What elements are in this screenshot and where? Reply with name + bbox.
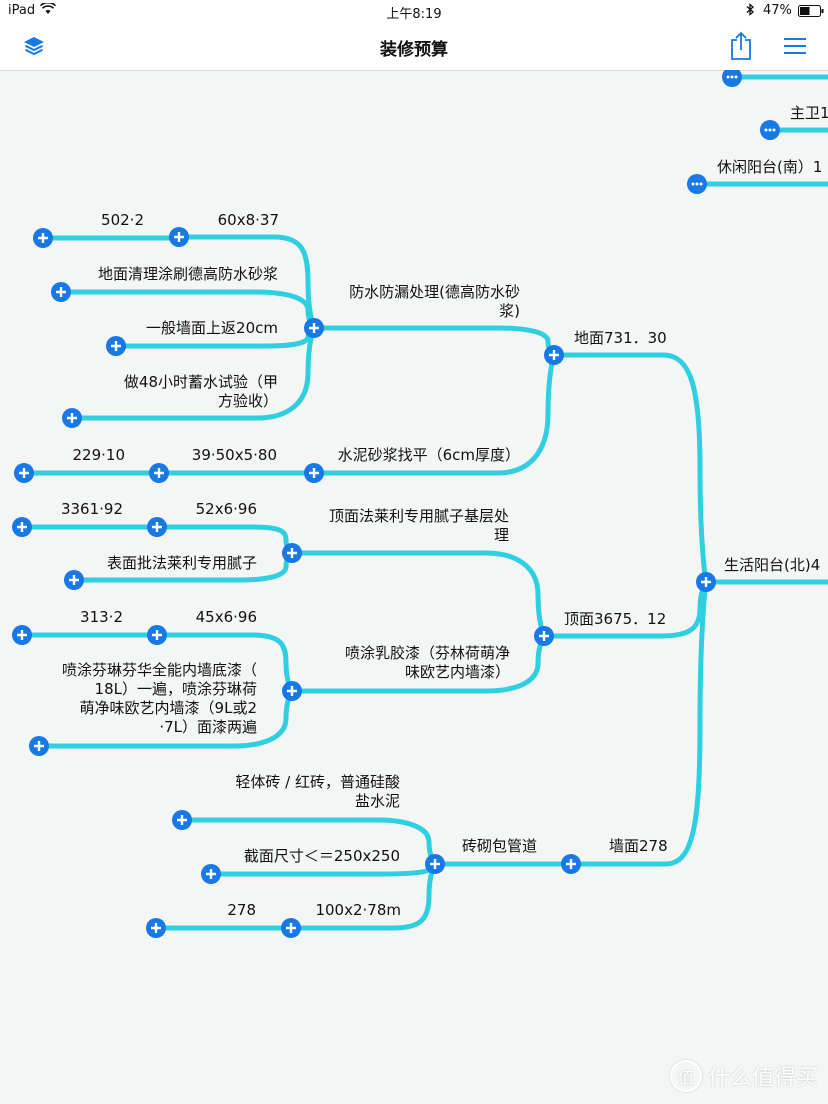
- expand-plus-icon[interactable]: [172, 810, 192, 830]
- collapse-more-icon[interactable]: [722, 70, 742, 87]
- node-label-shangfan[interactable]: 一般墙面上返20cm: [146, 319, 278, 337]
- expand-plus-icon[interactable]: [425, 854, 445, 874]
- node-label-zhuanqi[interactable]: 砖砌包管道: [462, 837, 537, 855]
- node-handles[interactable]: [12, 70, 780, 938]
- watermark: 值 什么值得买: [669, 1060, 818, 1092]
- node-label-biaomian[interactable]: 表面批法莱利专用腻子: [107, 554, 257, 572]
- branch-line: [208, 861, 438, 877]
- node-label-5022[interactable]: 502·2: [101, 211, 144, 229]
- branch-line: [154, 524, 295, 556]
- expand-plus-icon[interactable]: [12, 517, 32, 537]
- node-label-278[interactable]: 278: [227, 901, 256, 919]
- node-label-dingmian[interactable]: 顶面3675．12: [564, 610, 666, 628]
- expand-plus-icon[interactable]: [534, 626, 554, 646]
- mind-map-canvas[interactable]: 主卫1 休闲阳台(南）1 生活阳台(北)4 地面731．30 防水防漏处理(德高防水砂浆…: [0, 70, 828, 1104]
- wifi-icon: [39, 1, 57, 19]
- node-label-fangshui[interactable]: 防水防漏处理(德高防水砂浆): [349, 283, 520, 320]
- node-label-xushui[interactable]: 做48小时蓄水试验（甲方验收）: [124, 373, 278, 410]
- node-label-zhuwei[interactable]: 主卫1: [790, 104, 828, 122]
- node-label-6028[interactable]: 60x8·37: [218, 211, 279, 229]
- node-label-100x2[interactable]: 100x2·78m: [315, 901, 401, 919]
- expand-plus-icon[interactable]: [282, 681, 302, 701]
- branch-line: [289, 550, 547, 639]
- node-label-root[interactable]: 生活阳台(北)4: [724, 556, 820, 574]
- node-label-jiemian[interactable]: 截面尺寸＜＝250x250: [244, 847, 400, 865]
- expand-plus-icon[interactable]: [696, 572, 716, 592]
- collapse-more-icon[interactable]: [687, 174, 707, 194]
- expand-plus-icon[interactable]: [12, 625, 32, 645]
- expand-plus-icon[interactable]: [51, 282, 71, 302]
- node-label-3950[interactable]: 39·50x5·80: [192, 446, 277, 464]
- node-label-qiangmian[interactable]: 墙面278: [609, 837, 668, 855]
- node-label-dimian[interactable]: 地面731．30: [574, 329, 667, 347]
- expand-plus-icon[interactable]: [147, 517, 167, 537]
- page-title: 装修预算: [380, 40, 448, 60]
- expand-plus-icon[interactable]: [14, 463, 34, 483]
- mind-map[interactable]: 主卫1 休闲阳台(南）1 生活阳台(北)4 地面731．30 防水防漏处理(德高防水砂浆…: [0, 70, 828, 1104]
- node-label-xiuxian[interactable]: 休闲阳台(南）1: [717, 158, 822, 176]
- expand-plus-icon[interactable]: [561, 854, 581, 874]
- expand-plus-icon[interactable]: [64, 570, 84, 590]
- share-icon[interactable]: [725, 30, 757, 62]
- clock: 上午8:19: [386, 7, 442, 22]
- expand-plus-icon[interactable]: [146, 918, 166, 938]
- node-label-qingti[interactable]: 轻体砖 / 红砖，普通硅酸盐水泥: [235, 773, 400, 810]
- watermark-text: 什么值得买: [707, 1066, 818, 1091]
- node-label-qingli[interactable]: 地面清理涂刷德高防水砂浆: [98, 265, 278, 283]
- device-name: iPad: [8, 3, 36, 18]
- expand-plus-icon[interactable]: [62, 408, 82, 428]
- expand-plus-icon[interactable]: [282, 543, 302, 563]
- expand-plus-icon[interactable]: [201, 864, 221, 884]
- expand-plus-icon[interactable]: [147, 625, 167, 645]
- node-label-52x6[interactable]: 52x6·96: [196, 500, 257, 518]
- expand-plus-icon[interactable]: [281, 918, 301, 938]
- branch-line: [311, 325, 557, 358]
- node-label-zhaoping[interactable]: 水泥砂浆找平（6cm厚度）: [338, 446, 520, 464]
- battery-icon: [798, 5, 824, 21]
- node-label-3361[interactable]: 3361·92: [61, 500, 123, 518]
- menu-icon[interactable]: [779, 30, 811, 62]
- node-label-22910[interactable]: 229·10: [73, 446, 126, 464]
- node-label-45x6[interactable]: 45x6·96: [196, 608, 257, 626]
- expand-plus-icon[interactable]: [304, 318, 324, 338]
- expand-plus-icon[interactable]: [169, 227, 189, 247]
- branch-lines: [19, 74, 828, 931]
- expand-plus-icon[interactable]: [149, 463, 169, 483]
- branch-line: [551, 352, 709, 585]
- expand-plus-icon[interactable]: [33, 228, 53, 248]
- node-label-rujiao[interactable]: 喷涂乳胶漆（芬林荷萌净味欧艺内墙漆）: [345, 644, 510, 681]
- expand-plus-icon[interactable]: [29, 736, 49, 756]
- layers-icon[interactable]: [18, 30, 50, 62]
- node-label-nizi[interactable]: 顶面法莱利专用腻子基层处理: [329, 507, 509, 544]
- navigation-bar: 装修预算: [0, 22, 828, 71]
- expand-plus-icon[interactable]: [106, 336, 126, 356]
- node-labels: 主卫1 休闲阳台(南）1 生活阳台(北)4 地面731．30 防水防漏处理(德高防水砂浆…: [61, 104, 828, 919]
- collapse-more-icon[interactable]: [760, 120, 780, 140]
- node-label-3132[interactable]: 313·2: [80, 608, 123, 626]
- bluetooth-icon: [746, 3, 755, 20]
- expand-plus-icon[interactable]: [544, 345, 564, 365]
- watermark-logo-icon: 值: [669, 1060, 702, 1092]
- battery-percent: 47%: [763, 3, 792, 18]
- status-bar: iPad 上午8:19 47%: [0, 0, 828, 22]
- node-label-dici[interactable]: 喷涂芬琳芬华全能内墙底漆（18L）一遍，喷涂芬琳荷萌净味欧艺内墙漆（9L或2·7…: [62, 661, 257, 736]
- branch-line: [568, 579, 709, 867]
- expand-plus-icon[interactable]: [304, 463, 324, 483]
